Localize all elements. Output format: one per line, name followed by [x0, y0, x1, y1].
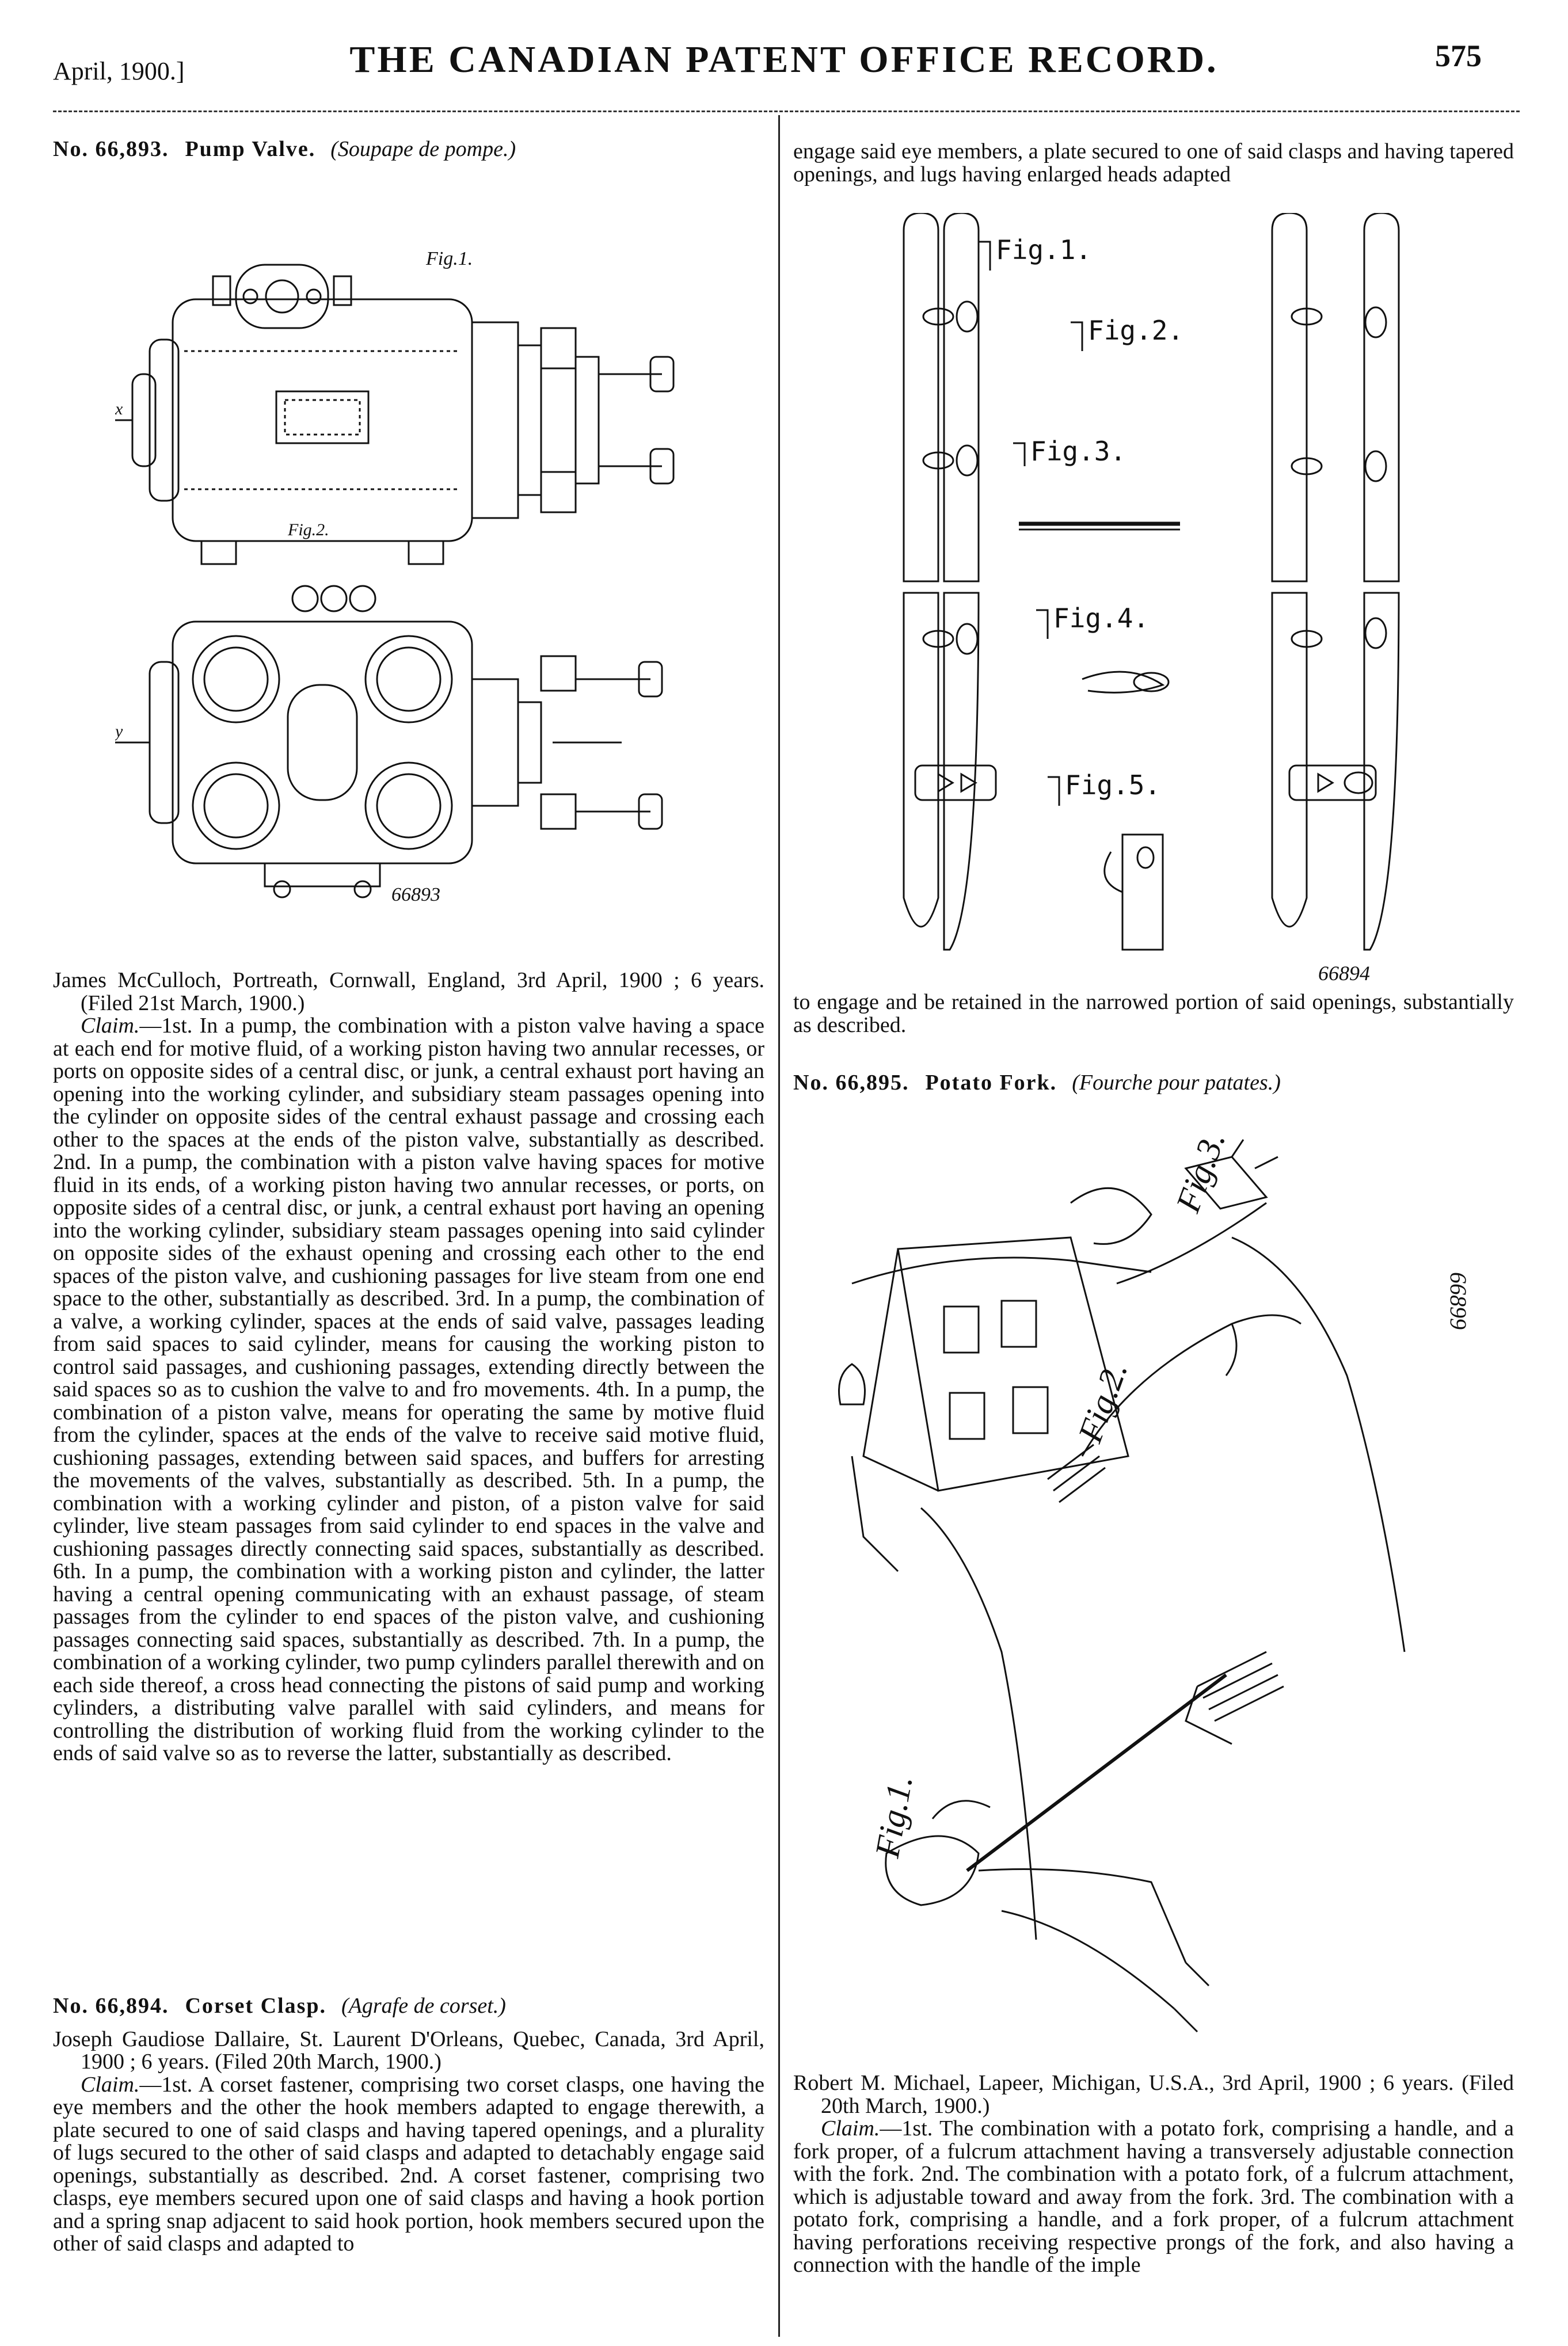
claim-text: —1st. A corset fastener, comprising two … — [53, 2072, 764, 2256]
entry-french-title: (Agrafe de corset.) — [341, 1994, 506, 2018]
corset-figure-number: 66894 — [1318, 962, 1370, 985]
entry-french-title: (Fourche pour patates.) — [1072, 1071, 1281, 1095]
entry-66895-heading: No. 66,895. Potato Fork. (Fourche pour pat… — [793, 1071, 1514, 1095]
entry-title: Corset Clasp. — [185, 1994, 326, 2018]
corset-fig4-label: Fig.4. — [1053, 603, 1149, 634]
pump-fig1-label: Fig.1. — [425, 248, 473, 269]
entry-66893-body: James McCulloch, Portreath, Cornwall, En… — [53, 969, 764, 1765]
column-divider — [778, 115, 780, 2337]
corset-fig1-label: Fig.1. — [996, 234, 1091, 265]
entry-french-title: (Soupape de pompe.) — [330, 137, 516, 161]
entry-66893-heading: No. 66,893. Pump Valve. (Soupape de pompe.… — [53, 138, 764, 161]
entry-66894-end: to engage and be retained in the narrowe… — [793, 991, 1514, 1037]
fork-fig2-label: Fig.2. — [1071, 1357, 1135, 1448]
header-date: April, 1900.] — [53, 57, 185, 85]
claim-label: Claim. — [81, 1014, 140, 1038]
entry-number: No. 66,893. — [53, 137, 169, 161]
claim-text: —1st. In a pump, the combination with a … — [53, 1014, 764, 1765]
claim-text: —1st. The combination with a potato fork… — [793, 2116, 1514, 2277]
claim-continuation: engage said eye members, a plate secured… — [793, 139, 1514, 186]
entry-inventor: Robert M. Michael, Lapeer, Michigan, U.S… — [793, 2071, 1514, 2118]
claim-label: Claim. — [81, 2072, 140, 2097]
header-title: THE CANADIAN PATENT OFFICE RECORD. — [349, 39, 1219, 81]
entry-claim: Claim.—1st. The combination with a potat… — [793, 2116, 1514, 2277]
potato-fork-figure: Fig.3. Fig.2. Fig.1. 66899 — [829, 1134, 1479, 2043]
entry-66894-continued: engage said eye members, a plate secured… — [793, 140, 1514, 186]
header-page-number: 575 — [1435, 39, 1482, 73]
claim-label: Claim. — [821, 2116, 880, 2141]
entry-claim: Claim.—1st. In a pump, the combination w… — [53, 1014, 764, 1765]
claim-continuation-end: to engage and be retained in the narrowe… — [793, 990, 1514, 1037]
entry-inventor: Joseph Gaudiose Dallaire, St. Laurent D'… — [53, 2027, 764, 2074]
header-rule — [53, 111, 1520, 112]
pump-label-x: x — [115, 399, 123, 418]
entry-inventor: James McCulloch, Portreath, Cornwall, En… — [53, 968, 764, 1015]
entry-claim: Claim.—1st. A corset fastener, comprisin… — [53, 2072, 764, 2256]
corset-clasp-figure: Fig.1. Fig.2. Fig.3. Fig.4. Fig.5. — [881, 213, 1462, 955]
pump-figure-number: 66893 — [391, 884, 440, 904]
entry-66894-block: No. 66,894. Corset Clasp. (Agrafe de corse… — [53, 1994, 764, 2256]
entry-number: No. 66,894. — [53, 1994, 169, 2018]
fork-figure-number: 66899 — [1445, 1272, 1471, 1330]
entry-title: Potato Fork. — [925, 1071, 1057, 1095]
entry-66895-body: Robert M. Michael, Lapeer, Michigan, U.S… — [793, 2071, 1514, 2277]
fork-fig1-label: Fig.1. — [868, 1773, 920, 1861]
pump-label-y: y — [115, 722, 123, 741]
pump-valve-figure: Fig.1. Fig.2. x y 66893 — [115, 242, 697, 904]
pump-fig2-label: Fig.2. — [287, 520, 329, 539]
entry-number: No. 66,895. — [793, 1071, 909, 1095]
entry-title: Pump Valve. — [185, 137, 316, 161]
fork-fig3-label: Fig.3. — [1169, 1134, 1232, 1217]
corset-fig3-label: Fig.3. — [1030, 436, 1126, 467]
corset-fig5-label: Fig.5. — [1065, 770, 1160, 801]
corset-fig2-label: Fig.2. — [1088, 315, 1183, 346]
